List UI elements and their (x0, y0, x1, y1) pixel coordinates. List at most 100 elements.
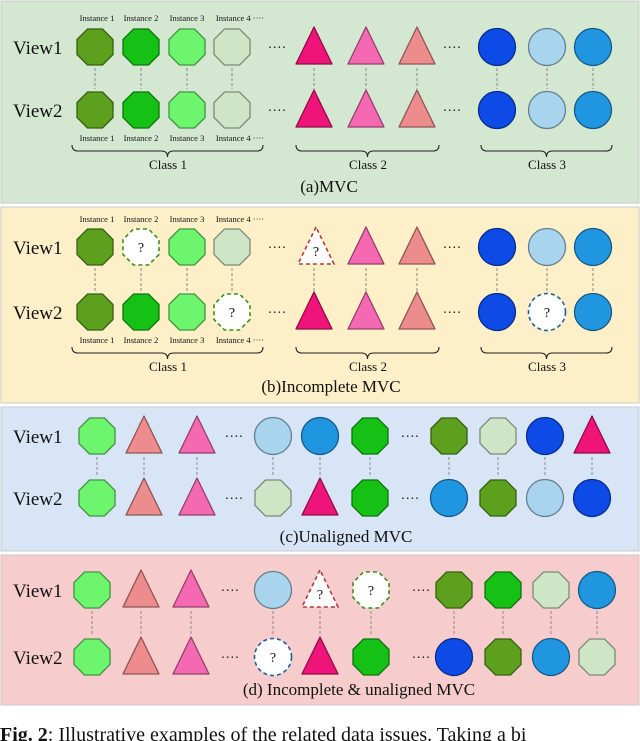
ellipsis: ···· (401, 430, 420, 445)
row-label-view1: View1 (13, 238, 63, 259)
octagon-dark_green (76, 28, 114, 66)
octagon-dark_green (76, 293, 114, 331)
instance-label-top: Instance 4 ···· (216, 13, 264, 23)
octagon-light_green (168, 228, 206, 266)
instance-label-top: Instance 3 (170, 13, 205, 23)
octagon-light_green (73, 638, 111, 676)
ellipsis: ···· (443, 306, 462, 321)
circle-dark_blue (434, 637, 474, 677)
missing-mark: ? (544, 306, 550, 321)
triangle-salmon (125, 415, 163, 454)
class-label-2: Class 2 (349, 359, 387, 374)
triangle-pink (178, 415, 216, 454)
octagon-pale_green (532, 571, 570, 609)
triangle-pink (172, 569, 210, 608)
ellipsis: ···· (412, 584, 431, 599)
instance-label-bottom: Instance 1 (80, 335, 115, 345)
triangle-magenta (295, 89, 333, 128)
panel-caption: (b)Incomplete MVC (261, 377, 400, 396)
row-label-view1: View1 (13, 581, 63, 602)
ellipsis: ···· (268, 306, 287, 321)
missing-mark: ? (229, 306, 235, 321)
circle-mid_blue (573, 90, 613, 130)
ellipsis: ···· (412, 651, 431, 666)
triangle-magenta (295, 26, 333, 65)
instance-label-top: Instance 2 (124, 13, 159, 23)
triangle-pink (347, 26, 385, 65)
ellipsis: ···· (268, 104, 287, 119)
octagon-dark_green (76, 91, 114, 129)
octagon-light_green (78, 417, 116, 455)
triangle-magenta (295, 291, 333, 330)
class-label-3: Class 3 (528, 359, 566, 374)
figure-caption: Fig. 2: Illustrative examples of the rel… (0, 725, 640, 741)
circle-light_blue (527, 27, 567, 67)
ellipsis: ···· (268, 241, 287, 256)
class2-brace (295, 346, 440, 360)
instance-label-bottom: Instance 1 (80, 133, 115, 143)
circle-mid_blue (573, 292, 613, 332)
missing-mark: ? (270, 651, 276, 666)
instance-label-bottom: Instance 2 (124, 133, 159, 143)
octagon-light_green (168, 28, 206, 66)
circle-dark_blue (477, 27, 517, 67)
triangle-magenta (573, 415, 611, 454)
circle-mid_blue (577, 570, 617, 610)
ellipsis: ···· (225, 492, 244, 507)
triangle-salmon (398, 226, 436, 265)
circle-dark_blue (572, 478, 612, 518)
circle-dark_blue (525, 416, 565, 456)
class-label-3: Class 3 (528, 157, 566, 172)
figure-caption-prefix: Fig. 2 (0, 725, 48, 741)
row-label-view1: View1 (13, 427, 63, 448)
ellipsis: ···· (225, 430, 244, 445)
octagon-pale_green (213, 28, 251, 66)
instance-label-bottom: Instance 3 (170, 335, 205, 345)
circle-light_blue (253, 570, 293, 610)
circle-dark_blue (477, 292, 517, 332)
circle-mid_blue (531, 637, 571, 677)
octagon-pale_green (578, 638, 616, 676)
missing-mark: ? (313, 245, 319, 260)
instance-label-top: Instance 3 (170, 214, 205, 224)
missing-octagon (213, 293, 251, 331)
octagon-dark_green (484, 638, 522, 676)
instance-label-top: Instance 1 (80, 13, 115, 23)
instance-label-top: Instance 1 (80, 214, 115, 224)
instance-label-bottom: Instance 2 (124, 335, 159, 345)
ellipsis: ···· (221, 584, 240, 599)
missing-circle (253, 637, 293, 677)
triangle-salmon (122, 636, 160, 675)
octagon-green (484, 571, 522, 609)
circle-light_blue (527, 90, 567, 130)
figure-caption-text: : Illustrative examples of the related d… (47, 725, 527, 741)
octagon-light_green (168, 91, 206, 129)
panel-caption: (d) Incomplete & unaligned MVC (243, 680, 475, 699)
circle-dark_blue (477, 90, 517, 130)
octagon-green (351, 479, 389, 517)
row-label-view2: View2 (13, 303, 63, 324)
octagon-green (122, 293, 160, 331)
class-label-1: Class 1 (149, 359, 187, 374)
octagon-pale_green (479, 417, 517, 455)
octagon-green (352, 638, 390, 676)
circle-mid_blue (429, 478, 469, 518)
panel-caption: (c)Unaligned MVC (280, 527, 413, 546)
octagon-dark_green (76, 228, 114, 266)
triangle-pink (347, 226, 385, 265)
missing-mark: ? (368, 584, 374, 599)
missing-mark: ? (317, 588, 323, 603)
octagon-light_green (73, 571, 111, 609)
instance-label-bottom: Instance 4 ···· (216, 335, 264, 345)
circle-mid_blue (300, 416, 340, 456)
missing-octagon (122, 228, 160, 266)
triangle-pink (178, 477, 216, 516)
octagon-pale_green (213, 91, 251, 129)
ellipsis: ···· (443, 104, 462, 119)
circle-dark_blue (477, 227, 517, 267)
octagon-green (122, 28, 160, 66)
class1-brace (71, 346, 264, 360)
triangle-salmon (122, 569, 160, 608)
